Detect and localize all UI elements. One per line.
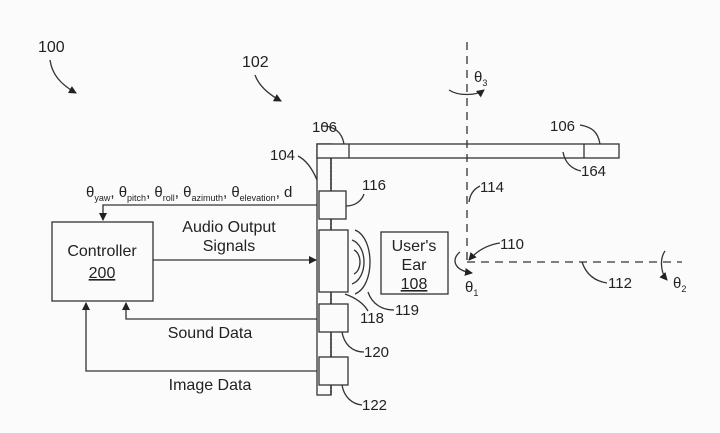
orientation-signal-line xyxy=(99,204,317,221)
leader-112 xyxy=(581,261,608,284)
microphone-120 xyxy=(318,303,349,333)
controller-box xyxy=(51,221,154,302)
theta2-label: θ2 xyxy=(673,275,686,294)
ref-label-112: 112 xyxy=(608,275,632,292)
sound-data-line xyxy=(122,302,317,320)
ref-label-118: 118 xyxy=(360,310,384,327)
ref-label-104: 104 xyxy=(270,147,295,164)
ref-label-110: 110 xyxy=(500,236,524,253)
ref-label-100: 100 xyxy=(38,39,65,56)
sound-data-label: Sound Data xyxy=(168,325,253,342)
ear-ref: 108 xyxy=(401,276,428,293)
image-data-line xyxy=(82,302,317,372)
sound-wave-1 xyxy=(353,249,361,275)
ref-label-106-right: 106 xyxy=(550,118,575,135)
speaker-118 xyxy=(318,229,349,293)
sound-wave-3 xyxy=(354,229,371,295)
sensor-116 xyxy=(318,190,347,220)
theta1-rotation-arrow xyxy=(454,251,473,276)
ref-label-122: 122 xyxy=(362,397,387,414)
ref-label-106-left: 106 xyxy=(312,119,337,136)
theta1-label: θ1 xyxy=(465,279,478,298)
ref-label-102: 102 xyxy=(242,54,269,71)
theta3-label: θ3 xyxy=(474,69,487,88)
ref-arrow-102 xyxy=(254,74,282,102)
orientation-signal-label: θyaw, θpitch, θroll, θazimuth, θelevatio… xyxy=(86,184,292,203)
leader-118 xyxy=(344,293,369,312)
sound-wave-2 xyxy=(351,239,365,285)
leader-119 xyxy=(367,291,395,311)
ref-label-119: 119 xyxy=(395,302,419,319)
controller-label: Controller xyxy=(67,243,137,260)
ref-label-116: 116 xyxy=(362,177,386,194)
theta2-rotation-arrow xyxy=(659,250,668,281)
theta3-rotation-arrow xyxy=(448,89,485,98)
ref-label-120: 120 xyxy=(364,344,389,361)
leader-116 xyxy=(345,193,365,207)
leader-114 xyxy=(468,185,481,203)
leader-106-right xyxy=(579,124,601,145)
leader-120 xyxy=(341,331,365,353)
leader-110 xyxy=(468,242,501,261)
audio-signal-label-1: Audio Output xyxy=(182,219,276,236)
leader-122 xyxy=(341,384,363,406)
leader-104 xyxy=(297,155,318,181)
ear-box xyxy=(380,231,449,295)
camera-122 xyxy=(318,356,349,386)
image-data-label: Image Data xyxy=(169,377,252,394)
ear-label-1: User's xyxy=(392,238,437,255)
ref-label-164: 164 xyxy=(581,163,606,180)
leader-106-left xyxy=(321,125,345,145)
device-arm xyxy=(316,143,620,159)
ear-label-2: Ear xyxy=(402,257,428,274)
ref-label-114: 114 xyxy=(480,179,504,196)
audio-signal-label-2: Signals xyxy=(203,238,255,255)
controller-ref: 200 xyxy=(89,265,116,282)
ref-arrow-100 xyxy=(49,59,77,94)
leader-164 xyxy=(562,151,582,172)
